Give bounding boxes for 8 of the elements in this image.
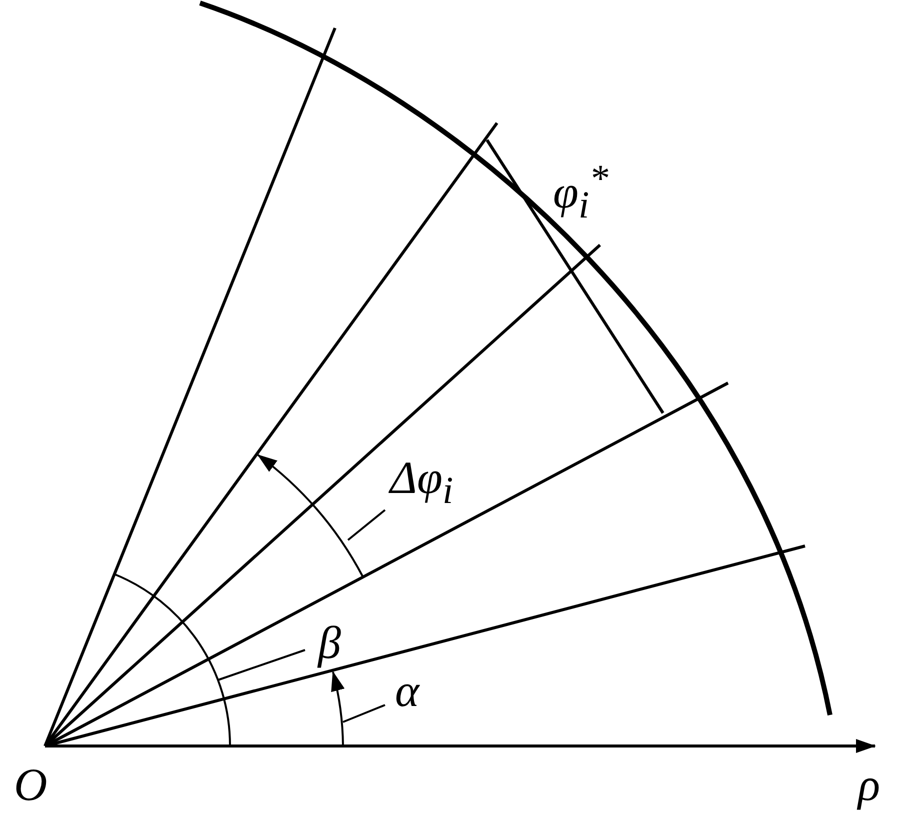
angle-symbol: β — [318, 620, 341, 666]
leader-line — [218, 649, 306, 681]
leader-line — [342, 704, 386, 723]
axis-label: ρ — [858, 762, 880, 808]
angle-symbol: α — [395, 668, 420, 714]
leader-line — [347, 509, 386, 541]
angle-symbol: Δφ$_{i}$ — [390, 455, 454, 511]
origin-label: O — [14, 762, 48, 808]
